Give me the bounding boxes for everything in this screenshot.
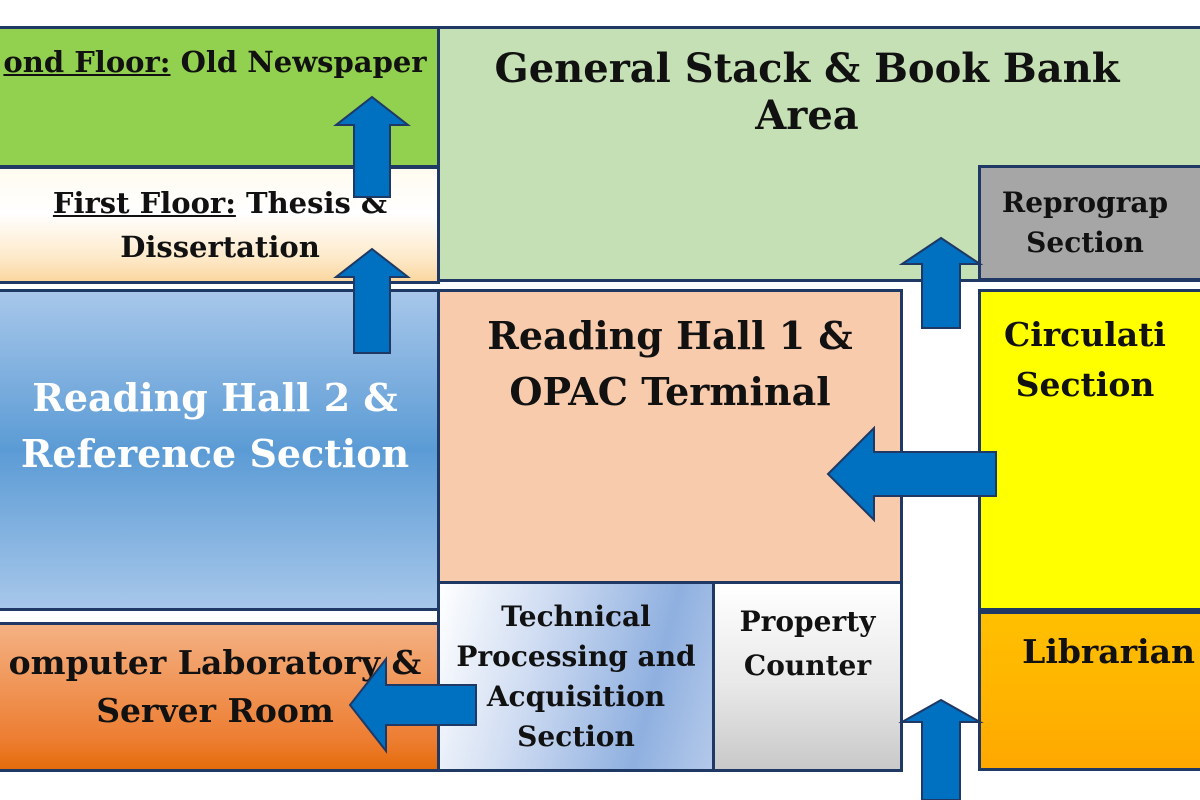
computer-lab-room: omputer Laboratory & Server Room (0, 622, 440, 772)
second-floor-label: ond Floor: Old Newspaper (3, 45, 426, 79)
reading-hall-2-line-2: Reference Section (20, 431, 410, 476)
reprographic-room: Reprograp Section (978, 165, 1200, 281)
circulation-line-1: Circulati (1004, 315, 1166, 354)
property-line-2: Counter (743, 649, 872, 682)
up-arrow-to-first-floor-shape (333, 247, 411, 354)
general-stack-room: General Stack & Book Bank Area (437, 26, 1200, 282)
first-floor-prefix: First Floor: (52, 186, 236, 220)
librarian-room: Librarian R (978, 611, 1200, 771)
reading-hall-2-line-1: Reading Hall 2 & (32, 375, 398, 420)
computer-lab-line-1: omputer Laboratory & (8, 643, 422, 682)
second-floor-prefix: ond Floor: (3, 45, 171, 79)
reading-hall-1-line-1: Reading Hall 1 & (487, 313, 853, 358)
technical-line-1: Technical (501, 599, 651, 633)
left-arrow-to-computer-lab (348, 656, 477, 754)
left-arrow-to-computer-lab-shape (348, 656, 477, 754)
technical-processing-room: Technical Processing and Acquisition Sec… (437, 581, 715, 772)
up-arrow-to-reprographic (898, 236, 984, 329)
circulation-room: Circulati Section (978, 289, 1200, 611)
property-counter-room: Property Counter (712, 581, 903, 772)
technical-line-3: Acquisition (486, 679, 666, 713)
reading-hall-2-room: Reading Hall 2 & Reference Section (0, 289, 440, 611)
first-floor-line-2: Dissertation (120, 230, 320, 264)
second-floor-text: Old Newspaper (170, 45, 427, 79)
reprographic-line-1: Reprograp (1001, 186, 1169, 219)
up-arrow-to-first-floor (333, 247, 411, 354)
technical-line-4: Section (517, 719, 635, 753)
second-floor-room: ond Floor: Old Newspaper (0, 26, 440, 168)
up-arrow-entrance (898, 698, 984, 800)
property-line-1: Property (739, 605, 876, 638)
technical-line-2: Processing and (456, 639, 696, 673)
reprographic-line-2: Section (1026, 226, 1144, 259)
up-arrow-to-reprographic-shape (898, 236, 984, 329)
up-arrow-entrance-shape (898, 698, 984, 800)
computer-lab-line-2: Server Room (96, 691, 334, 730)
circulation-line-2: Section (1015, 365, 1155, 404)
first-floor-line-1: First Floor: Thesis & (53, 181, 387, 225)
up-arrow-to-second-floor-shape (333, 95, 411, 198)
up-arrow-to-second-floor (333, 95, 411, 198)
general-stack-label: General Stack & Book Bank Area (494, 45, 1120, 139)
librarian-label: Librarian R (1022, 632, 1200, 671)
left-arrow-to-reading-hall-1 (826, 425, 997, 523)
reading-hall-1-line-2: OPAC Terminal (509, 369, 831, 414)
left-arrow-to-reading-hall-1-shape (826, 425, 997, 523)
